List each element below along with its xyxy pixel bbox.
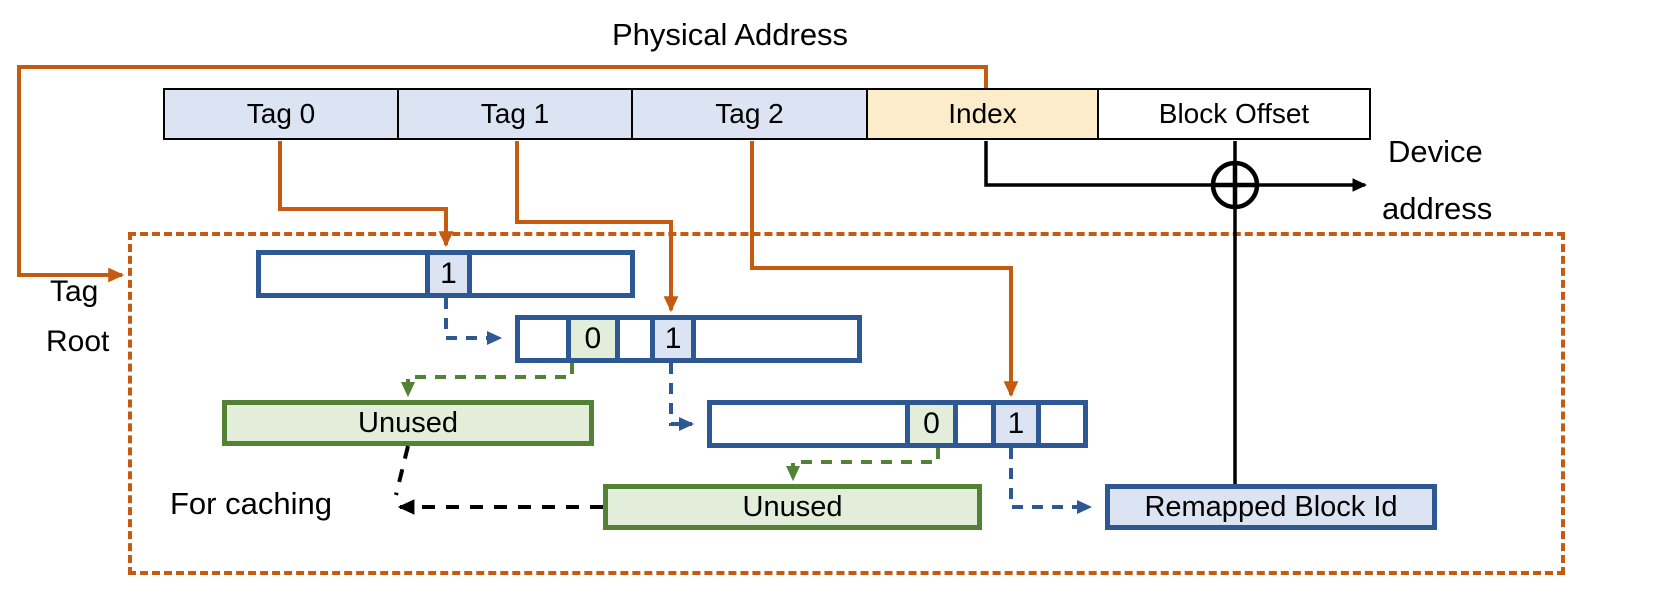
node-0-bit-1[interactable]: 1 [430, 255, 472, 293]
tag-root-label-line1: Tag [50, 275, 99, 308]
node-1-cell-empty-0 [520, 320, 571, 358]
xor-icon [1210, 160, 1260, 210]
tag-node-level-0[interactable]: 1 [256, 250, 635, 298]
node-2-bit-0[interactable]: 0 [910, 405, 958, 443]
node-0-cell-empty-right [472, 255, 630, 293]
node-2-cell-empty-1 [958, 405, 996, 443]
tag-node-level-1[interactable]: 0 1 [515, 315, 862, 363]
physical-address-bar: Tag 0 Tag 1 Tag 2 Index Block Offset [163, 88, 1371, 140]
for-caching-label: For caching [170, 486, 332, 521]
address-field-tag-2[interactable]: Tag 2 [633, 90, 868, 138]
address-field-tag-1[interactable]: Tag 1 [399, 90, 633, 138]
address-field-tag-0[interactable]: Tag 0 [165, 90, 399, 138]
node-1-cell-empty-2 [696, 320, 857, 358]
unused-box-2[interactable]: Unused [603, 484, 982, 530]
index-to-xor-wire [984, 141, 1368, 192]
device-address-label-line2: address [1382, 191, 1493, 226]
unused-box-1[interactable]: Unused [222, 400, 594, 446]
address-field-index[interactable]: Index [868, 90, 1099, 138]
node-1-bit-0[interactable]: 0 [570, 320, 621, 358]
node-2-bit-1[interactable]: 1 [996, 405, 1041, 443]
address-field-block-offset[interactable]: Block Offset [1099, 90, 1369, 138]
node-1-cell-empty-1 [620, 320, 656, 358]
node-1-bit-1[interactable]: 1 [655, 320, 697, 358]
node-2-cell-empty-0 [712, 405, 910, 443]
node-0-cell-empty-left [261, 255, 430, 293]
tag0-wire [278, 141, 454, 248]
node-2-cell-empty-2 [1041, 405, 1083, 443]
tag-root-label-line2: Root [46, 325, 110, 358]
page-title: Physical Address [612, 17, 849, 52]
tag-node-level-2[interactable]: 0 1 [707, 400, 1088, 448]
device-address-label-line1: Device [1388, 134, 1483, 169]
remapped-block-id-box[interactable]: Remapped Block Id [1105, 484, 1437, 530]
